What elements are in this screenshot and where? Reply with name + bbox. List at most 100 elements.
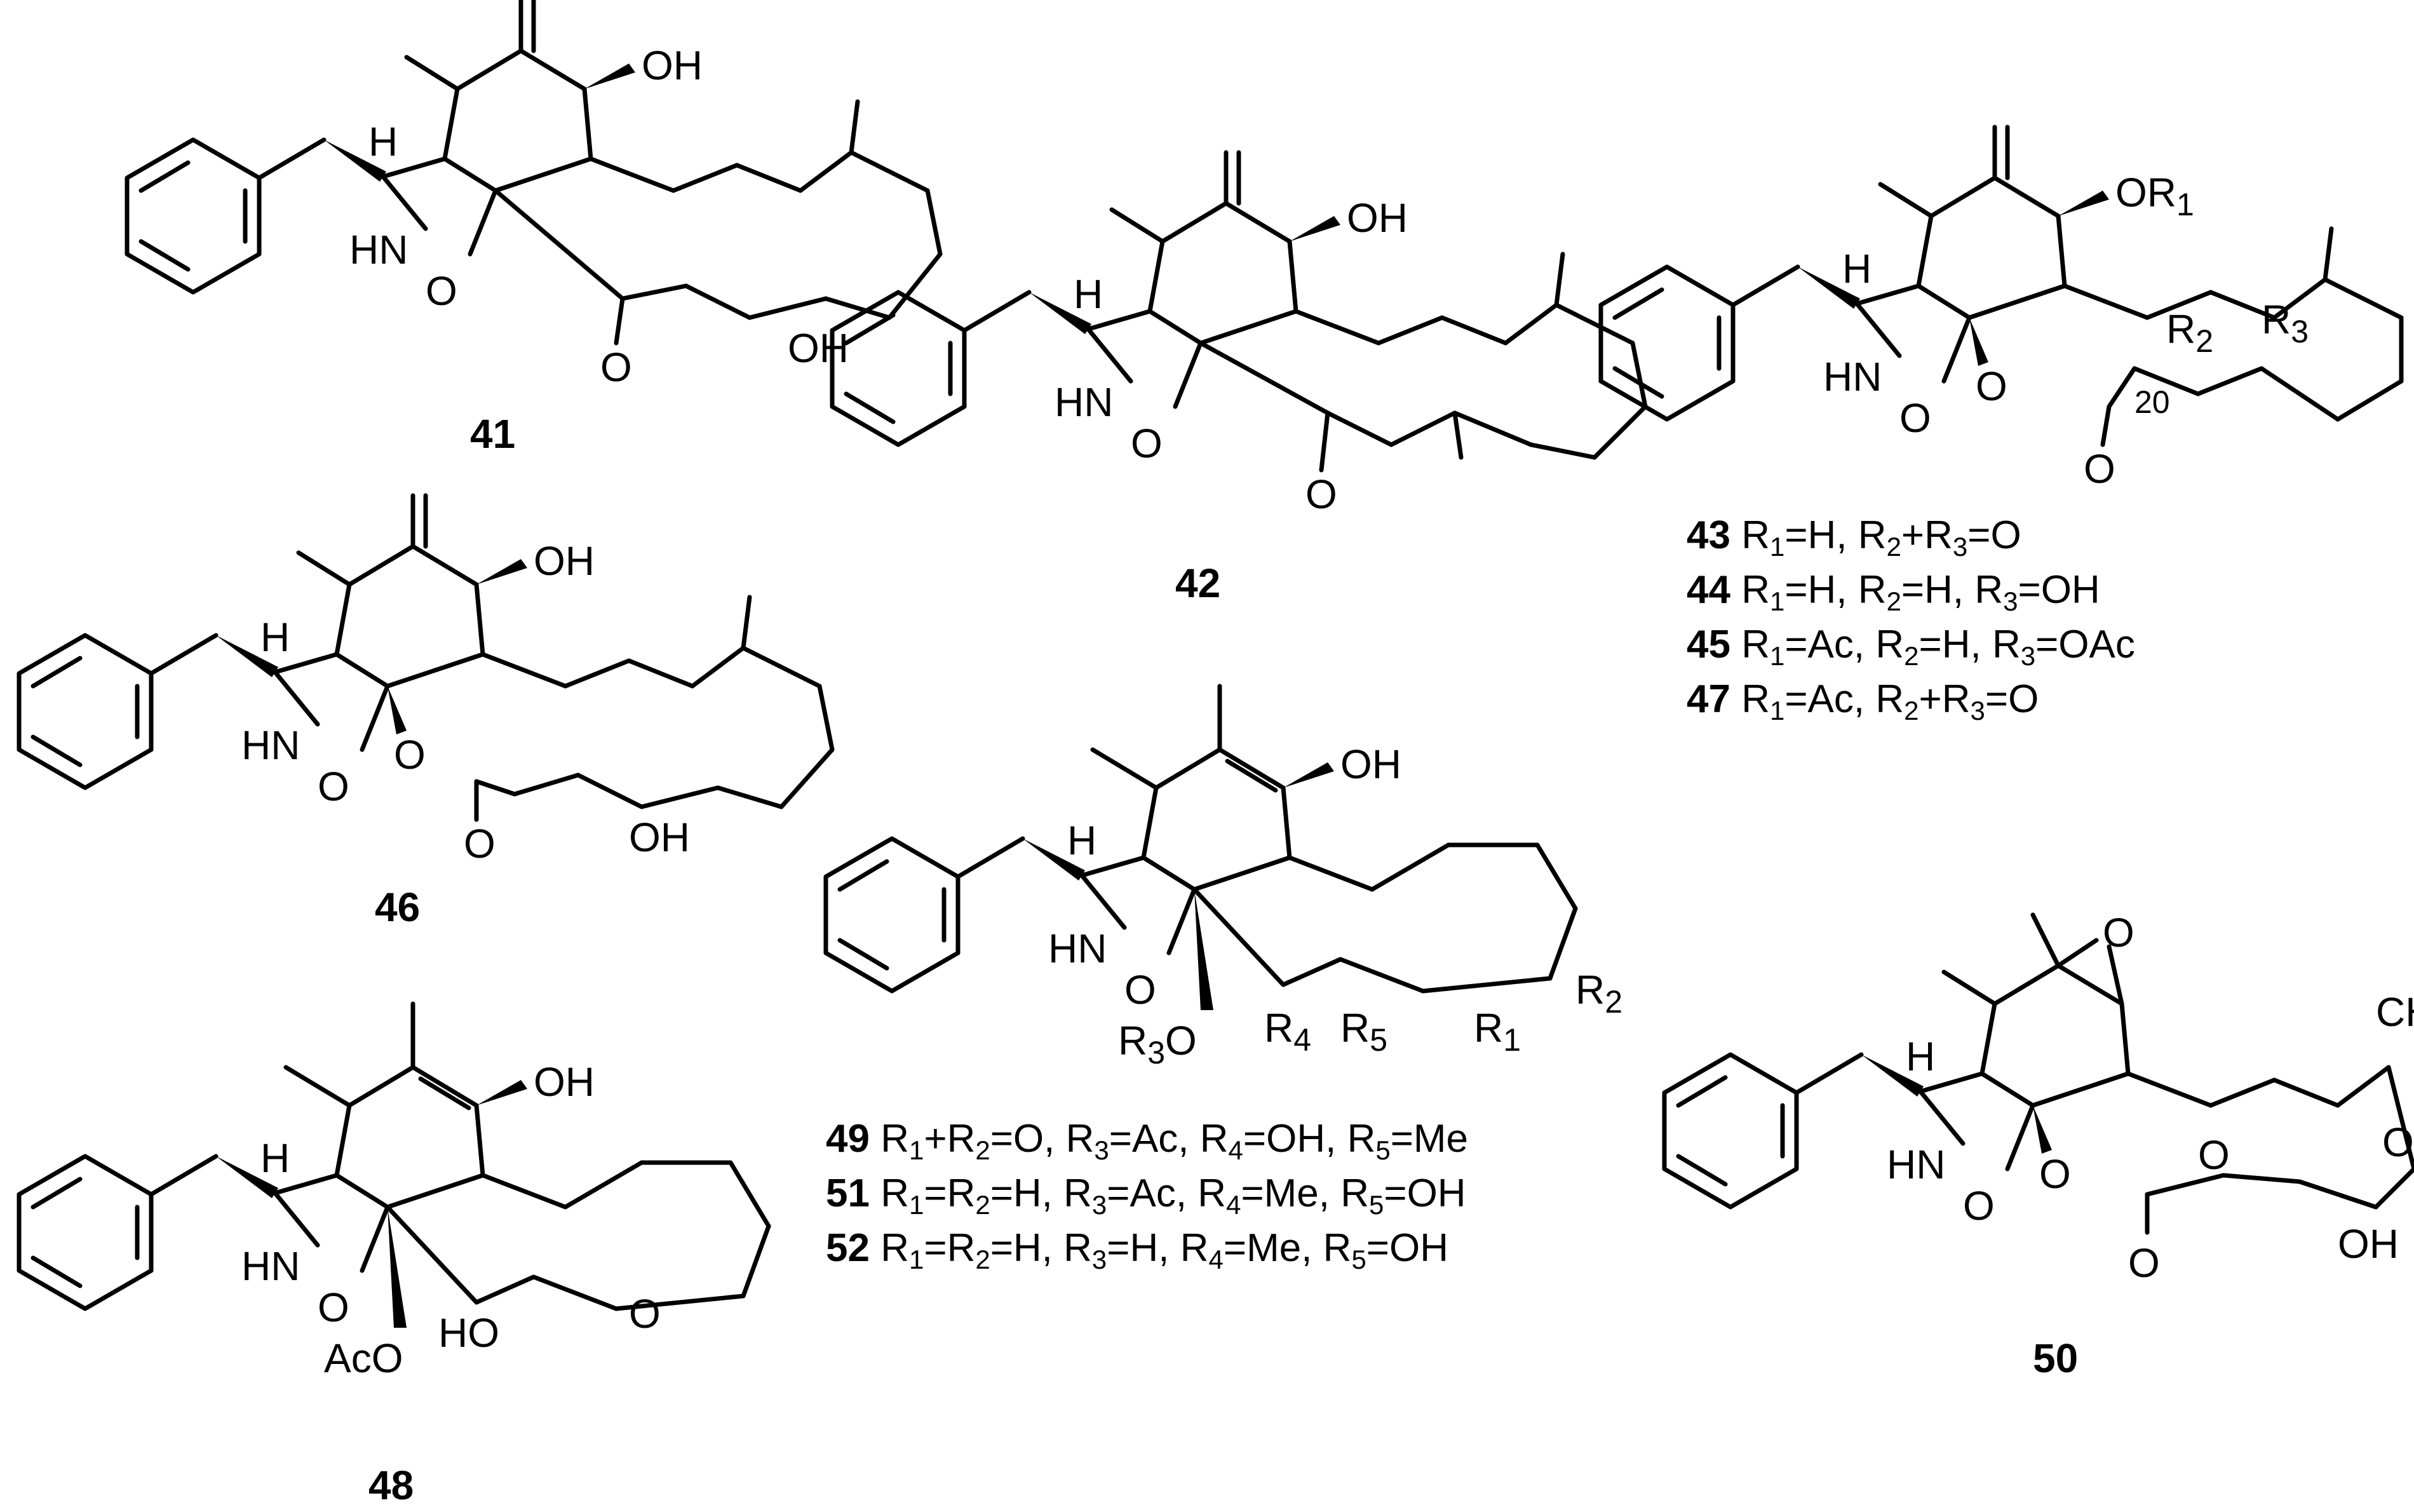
- legend-text: +: [924, 1117, 947, 1161]
- legend-text: 1: [908, 1245, 924, 1274]
- compound-41: OH H HN O O OH: [127, 0, 943, 390]
- legend-text: =O: [1985, 677, 2039, 721]
- legend-text: 2: [1904, 696, 1919, 726]
- atom-oh-41a: OH: [642, 43, 703, 88]
- legend-text: =Me,: [1241, 1171, 1341, 1215]
- legend-text: 1: [908, 1135, 924, 1165]
- atom-o-41b: O: [600, 344, 632, 390]
- atom-oh-48: OH: [534, 1059, 595, 1105]
- legend-text: R: [1197, 1171, 1227, 1215]
- legend-text: 5: [1351, 1245, 1366, 1274]
- legend-text: R: [1741, 677, 1770, 721]
- legend-text: =O: [1967, 513, 2021, 557]
- legend-text: =: [924, 1226, 947, 1270]
- legend-compound-number: 45: [1687, 623, 1730, 666]
- compound-43-45-47: OR1 H HN O O O R2 R3 20: [1601, 125, 2404, 492]
- legend-text: 3: [2003, 586, 2018, 616]
- legend-text: =Ac,: [1784, 677, 1876, 721]
- legend-text: 3: [2020, 641, 2036, 671]
- compound-number-46: 46: [375, 884, 420, 930]
- legend-text: =OH: [1384, 1171, 1466, 1215]
- legend-compound-number: 44: [1687, 568, 1730, 612]
- atom-or1-43: OR1: [2115, 170, 2194, 222]
- atom-o-43a: O: [1899, 395, 1931, 441]
- atom-h-41: H: [368, 119, 398, 165]
- legend-text: +: [1918, 677, 1942, 721]
- legend-text: 3: [1094, 1135, 1109, 1165]
- legend-text: =OH: [1366, 1226, 1449, 1270]
- legend-text: R: [1063, 1171, 1092, 1215]
- legend-row: 51 R1=R2=H, R3=Ac, R4=Me, R5=OH: [826, 1166, 1468, 1221]
- legend-text: R: [1992, 623, 2021, 666]
- legend-text: R: [1875, 623, 1905, 666]
- legend-text: 1: [1769, 586, 1785, 616]
- legend-text: R: [1974, 568, 2004, 612]
- legend-text: R: [1340, 1171, 1370, 1215]
- legend-text: R: [1180, 1226, 1209, 1270]
- legend-row: 49 R1+R2=O, R3=Ac, R4=OH, R5=Me: [826, 1112, 1468, 1166]
- legend-compound-number: 43: [1687, 513, 1730, 557]
- legend-row: 43 R1=H, R2+R3=O: [1687, 508, 2135, 563]
- atom-r5-49: R5: [1340, 1005, 1387, 1058]
- legend-text: R: [880, 1226, 909, 1270]
- legend-text: R: [1858, 513, 1887, 557]
- atom-h-49: H: [1067, 818, 1096, 863]
- legend-text: 2: [1904, 641, 1919, 671]
- atom-o-49: O: [1124, 967, 1156, 1013]
- atom-o-46a: O: [318, 764, 349, 809]
- legend-text: R: [1741, 568, 1770, 612]
- atom-ch3-50: CH3: [2376, 989, 2414, 1042]
- legend-text: 4: [1208, 1245, 1224, 1274]
- legend-text: 1: [1769, 696, 1785, 726]
- legend-text: R: [1323, 1226, 1352, 1270]
- compound-number-50: 50: [2033, 1335, 2078, 1381]
- compound-50: O CH3 H HN O O O O O OH: [1664, 910, 2414, 1286]
- atom-o-42a: O: [1131, 421, 1163, 466]
- atom-nh-49: HN: [1048, 926, 1107, 971]
- atom-nh-50: HN: [1887, 1142, 1945, 1187]
- atom-nh-41: HN: [349, 227, 408, 273]
- legend-compound-number: 51: [826, 1171, 870, 1215]
- legend-row: 47 R1=Ac, R2+R3=O: [1687, 672, 2135, 727]
- legend-text: R: [947, 1171, 976, 1215]
- legend-text: R: [1065, 1117, 1095, 1161]
- atom-o-43b: O: [1976, 363, 2007, 409]
- legend-text: =H,: [1784, 513, 1858, 557]
- legend-text: R: [1741, 623, 1770, 666]
- legend-text: 4: [1228, 1135, 1243, 1165]
- atom-ho-48: HO: [438, 1310, 499, 1356]
- atom-o-43c: O: [2084, 446, 2115, 492]
- atom-oh-50: OH: [2338, 1221, 2399, 1267]
- legend-text: =Ac,: [1107, 1171, 1198, 1215]
- atom-oh-46a: OH: [534, 538, 595, 584]
- atom-r3o-49: R3O: [1118, 1018, 1197, 1070]
- compound-46: OH H HN O O O OH: [19, 493, 835, 867]
- atom-o-46b: O: [394, 732, 426, 778]
- legend-text: 2: [1886, 532, 1901, 562]
- legend-text: R: [1199, 1117, 1229, 1161]
- atom-oh-42: OH: [1347, 195, 1408, 241]
- legend-text: =H,: [990, 1171, 1064, 1215]
- atom-nh-46: HN: [241, 722, 300, 768]
- legend-row: 44 R1=H, R2=H, R3=OH: [1687, 563, 2135, 618]
- compound-number-41: 41: [470, 411, 515, 457]
- atom-oh-41b: OH: [788, 325, 849, 371]
- atom-o-50b: O: [2039, 1151, 2071, 1197]
- legend-compound-number: 49: [826, 1117, 870, 1161]
- atom-o-50-epoxide: O: [2103, 910, 2134, 955]
- atom-o-46c: O: [464, 821, 496, 867]
- legend-row: 45 R1=Ac, R2=H, R3=OAc: [1687, 618, 2135, 672]
- atom-h-46: H: [260, 614, 290, 660]
- legend-text: =Ac,: [1109, 1117, 1200, 1161]
- legend-text: 5: [1375, 1135, 1391, 1165]
- legend-text: R: [1858, 568, 1887, 612]
- legend-text: =OAc: [2035, 623, 2135, 666]
- atom-o-50a: O: [1963, 1183, 1995, 1229]
- legend-text: 2: [975, 1190, 990, 1220]
- legend-text: R: [1941, 677, 1971, 721]
- atom-h-43: H: [1842, 246, 1871, 292]
- legend-text: 2: [975, 1245, 990, 1274]
- legend-text: 3: [1091, 1245, 1107, 1274]
